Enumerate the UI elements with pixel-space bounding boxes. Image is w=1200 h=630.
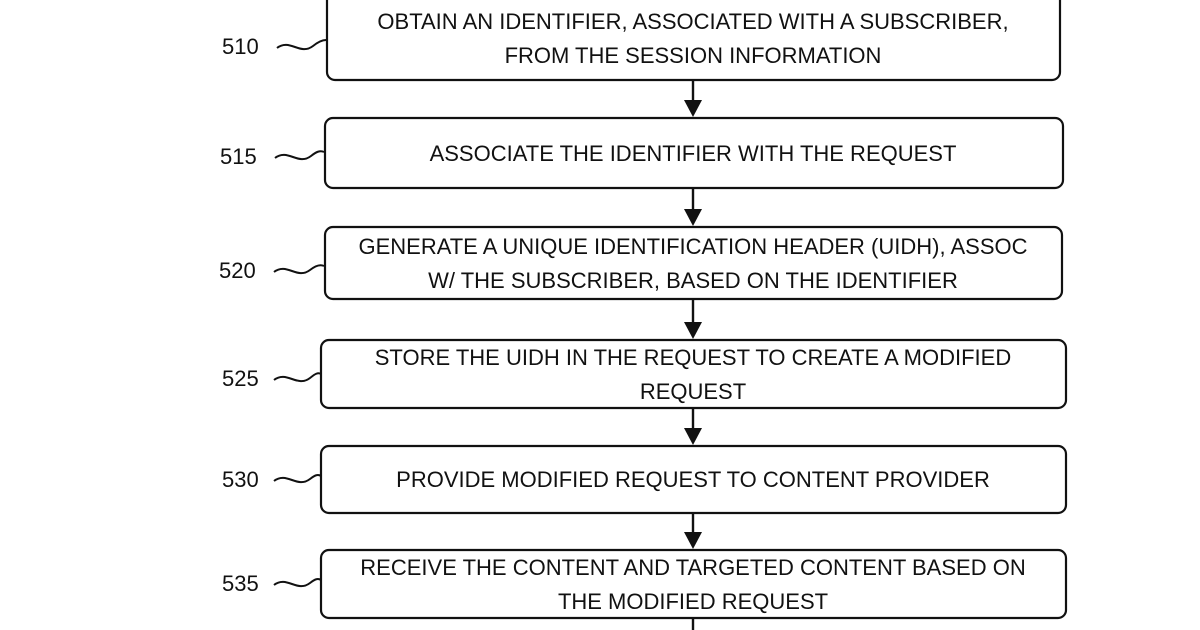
leader-line <box>273 264 325 275</box>
flow-step-530: PROVIDE MODIFIED REQUEST TO CONTENT PROV… <box>222 444 1068 515</box>
step-text-line: GENERATE A UNIQUE IDENTIFICATION HEADER … <box>358 234 1027 259</box>
flow-arrow <box>684 80 702 117</box>
reference-numeral: 520 <box>219 258 256 283</box>
step-text-line: W/ THE SUBSCRIBER, BASED ON THE IDENTIFI… <box>428 268 958 293</box>
step-text-line: THE MODIFIED REQUEST <box>558 589 828 614</box>
step-text-line: FROM THE SESSION INFORMATION <box>505 43 882 68</box>
step-text-line: RECEIVE THE CONTENT AND TARGETED CONTENT… <box>360 555 1025 580</box>
leader-line <box>276 39 327 51</box>
flow-step-515: ASSOCIATE THE IDENTIFIER WITH THE REQUES… <box>220 116 1065 190</box>
leader-line <box>274 150 325 161</box>
flow-arrow <box>684 408 702 445</box>
reference-numeral: 535 <box>222 571 259 596</box>
reference-numeral: 525 <box>222 366 259 391</box>
step-text-line: STORE THE UIDH IN THE REQUEST TO CREATE … <box>375 345 1012 370</box>
step-text-line: OBTAIN AN IDENTIFIER, ASSOCIATED WITH A … <box>377 9 1008 34</box>
flow-arrow <box>684 513 702 549</box>
flow-step-520: GENERATE A UNIQUE IDENTIFICATION HEADER … <box>219 225 1064 301</box>
flow-arrow <box>684 188 702 226</box>
leader-line <box>273 578 322 588</box>
reference-numeral: 530 <box>222 467 259 492</box>
reference-numeral: 515 <box>220 144 257 169</box>
step-text-line: ASSOCIATE THE IDENTIFIER WITH THE REQUES… <box>430 141 957 166</box>
flow-step-535: RECEIVE THE CONTENT AND TARGETED CONTENT… <box>222 548 1068 620</box>
flow-step-510: OBTAIN AN IDENTIFIER, ASSOCIATED WITH A … <box>222 0 1062 82</box>
reference-numeral: 510 <box>222 34 259 59</box>
step-text-line: PROVIDE MODIFIED REQUEST TO CONTENT PROV… <box>396 467 990 492</box>
leader-line <box>273 372 322 383</box>
step-text-line: REQUEST <box>640 379 746 404</box>
leader-line <box>273 474 322 484</box>
flow-arrow <box>684 299 702 339</box>
flow-step-525: STORE THE UIDH IN THE REQUEST TO CREATE … <box>222 338 1068 410</box>
